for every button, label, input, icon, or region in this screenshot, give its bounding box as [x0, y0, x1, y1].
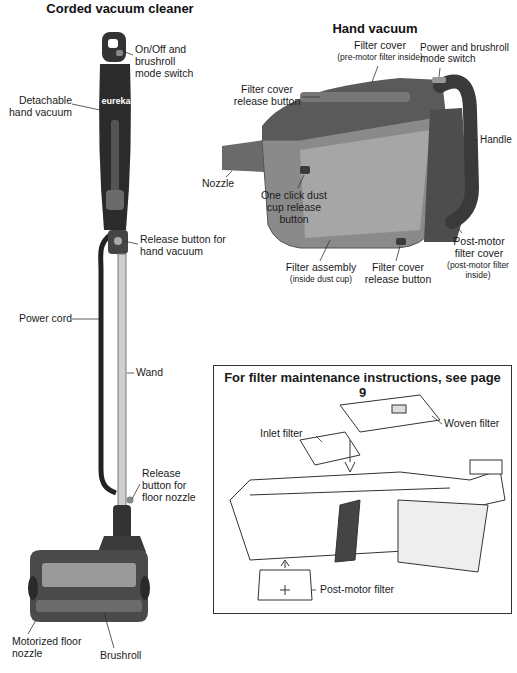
- hand-vacuum: [222, 77, 472, 248]
- leader-lines: [226, 66, 478, 261]
- section-heading: Corded vacuum cleaner: [20, 2, 220, 17]
- part-label: Nozzle: [202, 178, 246, 190]
- part-label: Woven filter: [444, 418, 510, 430]
- part-label: Post-motor filter: [320, 584, 420, 596]
- part-label: Post-motor filter cover: [444, 236, 514, 260]
- part-label: Filter assembly: [276, 262, 366, 274]
- part-label: Wand: [136, 367, 176, 379]
- leader-lines: [28, 52, 140, 648]
- part-label: (post-motor filter inside): [440, 261, 516, 280]
- part-label: On/Off and brushroll mode switch: [135, 44, 199, 79]
- part-label: (inside dust cup): [276, 275, 366, 285]
- part-label: Release button for hand vacuum: [140, 234, 230, 258]
- box-heading: For filter maintenance instructions, see…: [214, 366, 511, 404]
- part-label: One click dust cup release button: [252, 190, 336, 225]
- part-label: Inlet filter: [260, 428, 316, 440]
- part-label: Power and brushroll mode switch: [420, 42, 514, 64]
- section-heading: Hand vacuum: [300, 22, 450, 37]
- part-label: Filter cover: [338, 40, 422, 52]
- part-label: Filter cover release button: [232, 84, 302, 108]
- part-label: eureka: [101, 96, 131, 106]
- part-label: Brushroll: [100, 650, 160, 662]
- part-label: Power cord: [10, 313, 72, 325]
- part-label: Release button for floor nozzle: [142, 468, 208, 503]
- part-label: Filter cover release button: [362, 262, 434, 286]
- leader-lines: [312, 416, 442, 590]
- note-box: For filter maintenance instructions, see…: [213, 365, 512, 614]
- stick-vacuum: [28, 32, 150, 622]
- part-label: Motorized floor nozzle: [12, 636, 82, 660]
- part-label: Handle: [480, 134, 514, 145]
- part-label: Detachable hand vacuum: [8, 95, 72, 119]
